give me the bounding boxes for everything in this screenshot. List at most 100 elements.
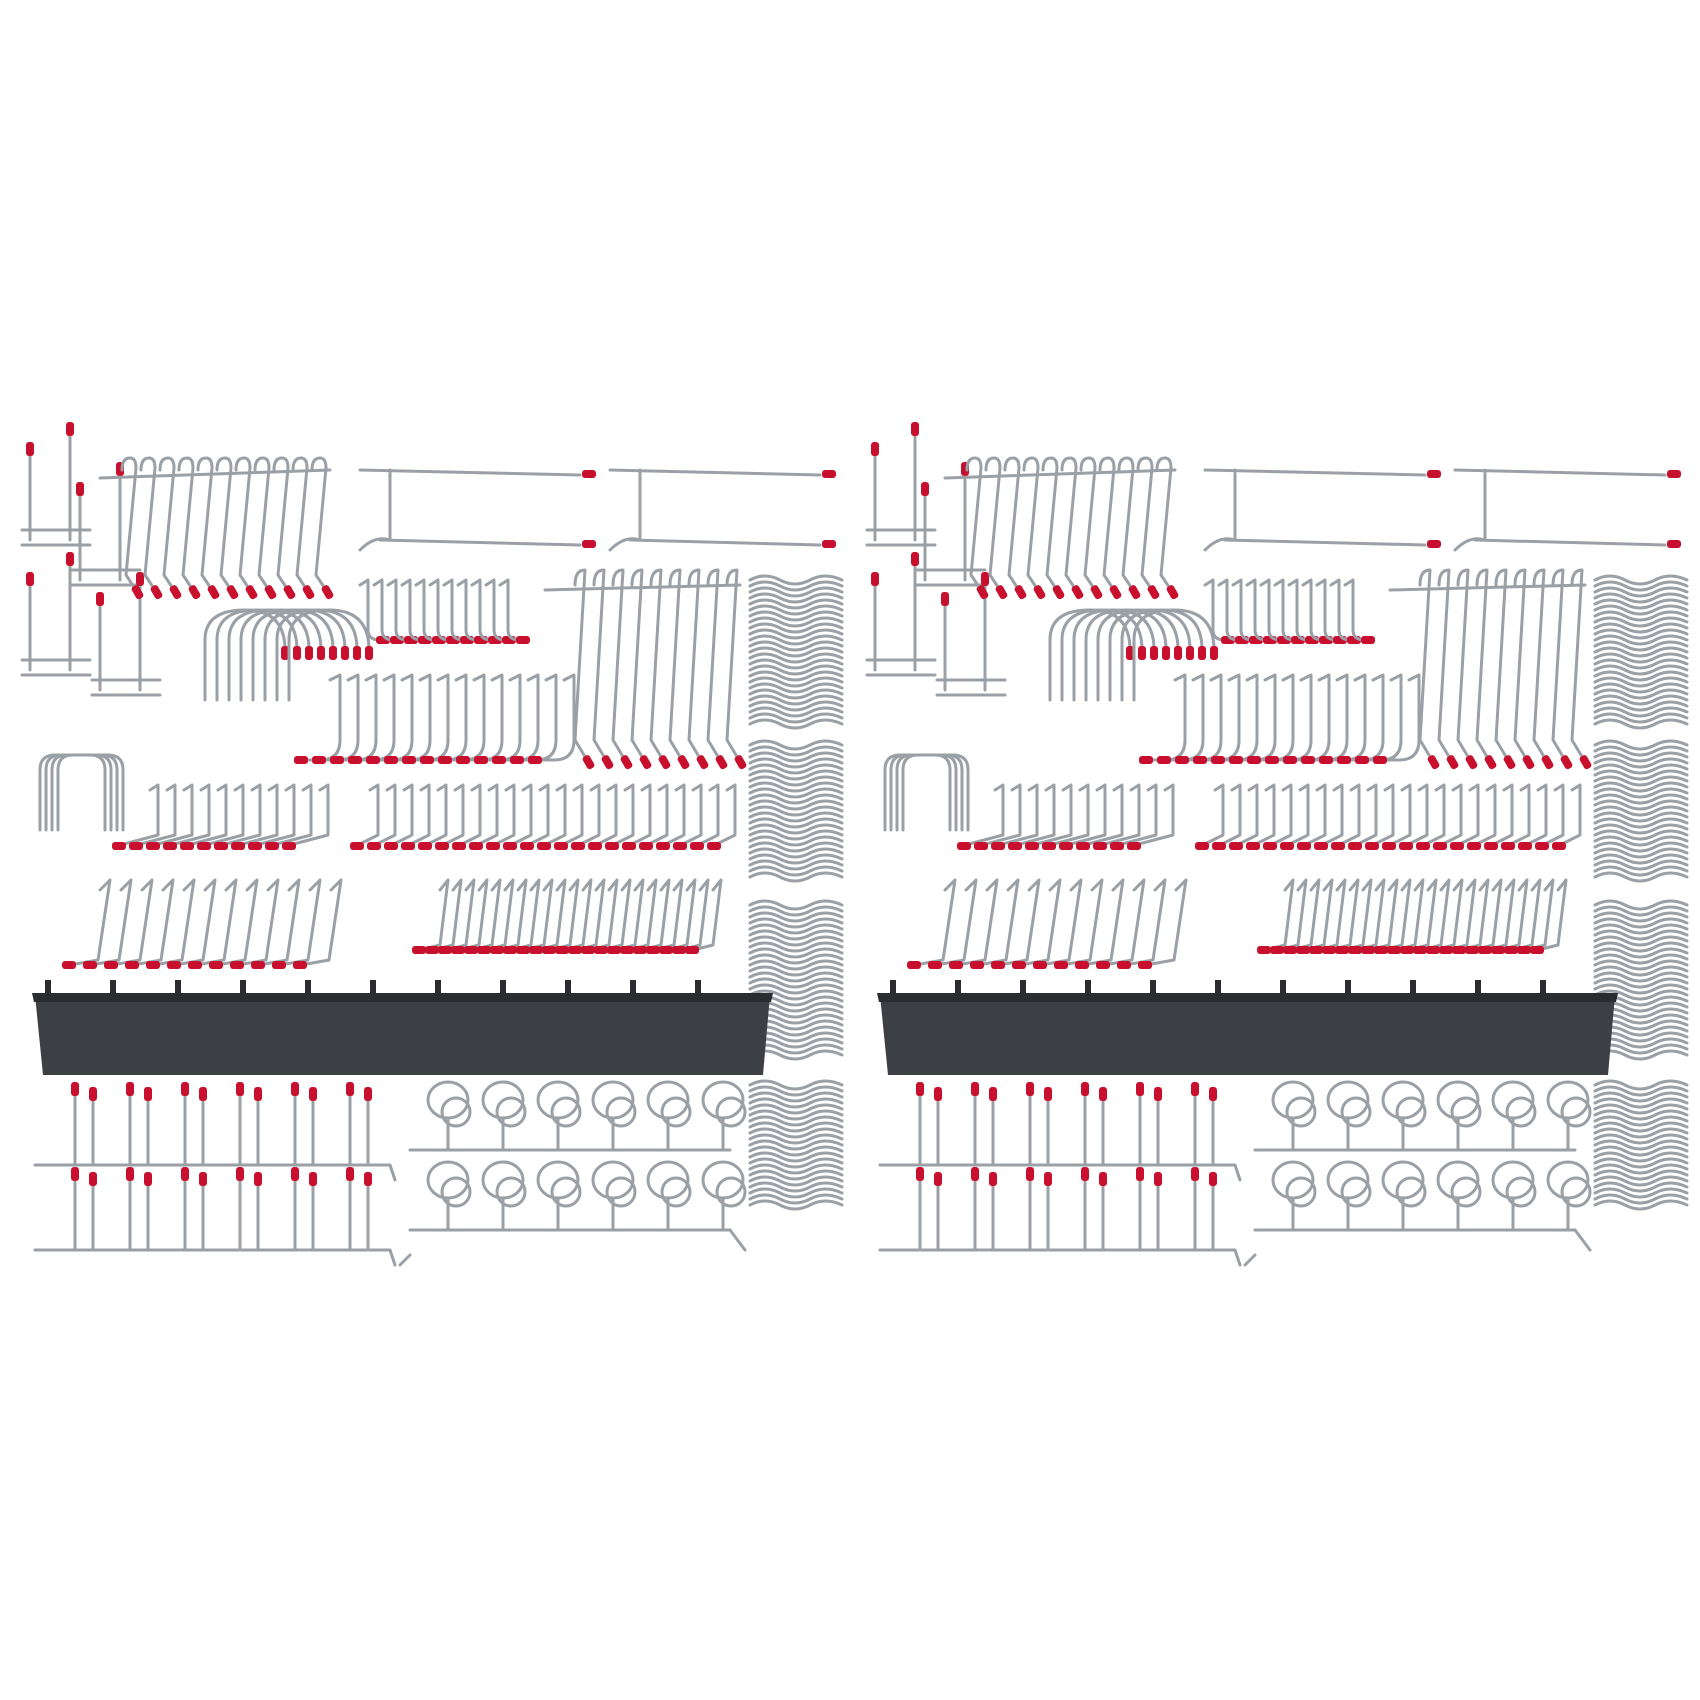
red-tip	[542, 946, 556, 954]
l-hooks-short-row	[112, 783, 330, 850]
red-tip	[1026, 1167, 1034, 1181]
l-hooks-long-row	[294, 673, 576, 764]
u-hook	[1217, 578, 1241, 642]
red-tip	[291, 1082, 299, 1096]
ring-inner	[1340, 1176, 1372, 1208]
red-tip	[520, 842, 534, 850]
red-tip	[1075, 961, 1089, 969]
red-tip	[89, 1087, 97, 1101]
spring-clip	[1593, 941, 1689, 953]
red-tip	[622, 842, 636, 850]
spring-clip	[748, 604, 844, 616]
red-tip	[451, 946, 465, 954]
red-tip	[1150, 646, 1158, 660]
spring-clip	[748, 763, 844, 775]
ring-holder-bars	[398, 1080, 747, 1267]
red-tip	[916, 1082, 924, 1096]
red-tip	[537, 842, 551, 850]
red-tip	[207, 585, 220, 600]
zig-hook	[1144, 878, 1188, 967]
zig-hook	[1081, 878, 1125, 967]
red-tip	[934, 1172, 942, 1186]
spring-clip	[748, 646, 844, 658]
prong-pair	[238, 1173, 260, 1252]
red-tip	[291, 1167, 299, 1181]
spring-clip	[748, 899, 844, 911]
u-bracket	[889, 753, 958, 832]
u-hook	[1287, 578, 1311, 642]
red-tip	[934, 1087, 942, 1101]
red-tip	[503, 842, 517, 850]
red-tip	[76, 482, 84, 496]
spring-clip	[748, 592, 844, 604]
spring-clip	[748, 1199, 844, 1211]
red-tip	[1081, 1082, 1089, 1096]
red-tip	[26, 572, 34, 586]
spring-clip	[1593, 871, 1689, 883]
red-tip	[1530, 946, 1544, 954]
red-tip	[364, 1087, 372, 1101]
bin-clip	[1475, 980, 1481, 994]
bin-clip	[240, 980, 246, 994]
spring-clip	[1593, 739, 1689, 751]
u-hook	[1343, 578, 1367, 642]
spring-clip	[748, 871, 844, 883]
l-hook	[475, 783, 499, 847]
ring-inner	[495, 1096, 527, 1128]
red-tip	[1033, 961, 1047, 969]
spring-clip	[1593, 586, 1689, 598]
red-tip	[1257, 946, 1271, 954]
red-tip	[302, 585, 315, 600]
red-tip	[822, 470, 836, 478]
red-tip	[871, 442, 879, 456]
straight-hook	[1136, 456, 1154, 592]
red-tip	[199, 1087, 207, 1101]
red-tip	[1399, 842, 1413, 850]
zig-hook	[913, 878, 957, 967]
curved-j-hooks	[1048, 608, 1218, 702]
red-tip	[928, 961, 942, 969]
red-tip	[1465, 755, 1478, 770]
spring-clip	[748, 757, 844, 769]
u-bracket	[50, 753, 119, 832]
spring-clip	[748, 628, 844, 640]
red-tip	[1427, 470, 1441, 478]
spring-clip	[1593, 610, 1689, 622]
u-bracket	[901, 753, 970, 832]
bin-body	[1530, 995, 1615, 1075]
spring-clip	[1593, 787, 1689, 799]
zig-hook	[1263, 878, 1295, 952]
red-tip	[594, 946, 608, 954]
red-tip	[571, 842, 585, 850]
straight-hook	[158, 456, 176, 592]
l-hook	[628, 783, 652, 847]
red-tip	[199, 1172, 207, 1186]
short-l-hook	[1014, 783, 1056, 847]
red-tip	[690, 842, 704, 850]
u-hook	[1245, 578, 1269, 642]
l-hook	[1320, 783, 1344, 847]
red-tip	[991, 961, 1005, 969]
double-prong-hook	[935, 578, 1007, 697]
multi-prong-bars	[33, 1082, 397, 1267]
red-tip	[1301, 756, 1315, 764]
red-tip	[1110, 842, 1124, 850]
red-tip	[1373, 756, 1387, 764]
red-tip	[707, 842, 721, 850]
bin-clip	[1345, 980, 1351, 994]
red-tip	[169, 585, 182, 600]
l-hook	[1337, 783, 1361, 847]
l-hook	[492, 783, 516, 847]
red-tip	[365, 646, 373, 660]
red-tip	[1361, 636, 1375, 644]
bin-clip	[305, 980, 311, 994]
red-tip	[1008, 842, 1022, 850]
red-tip	[1465, 946, 1479, 954]
red-tip	[620, 946, 634, 954]
spring-clip	[748, 1151, 844, 1163]
red-tip	[214, 842, 228, 850]
straight-hook	[1022, 456, 1040, 592]
zig-hooks-left	[62, 878, 343, 969]
red-tip	[251, 961, 265, 969]
spring-clip	[1593, 1079, 1689, 1091]
